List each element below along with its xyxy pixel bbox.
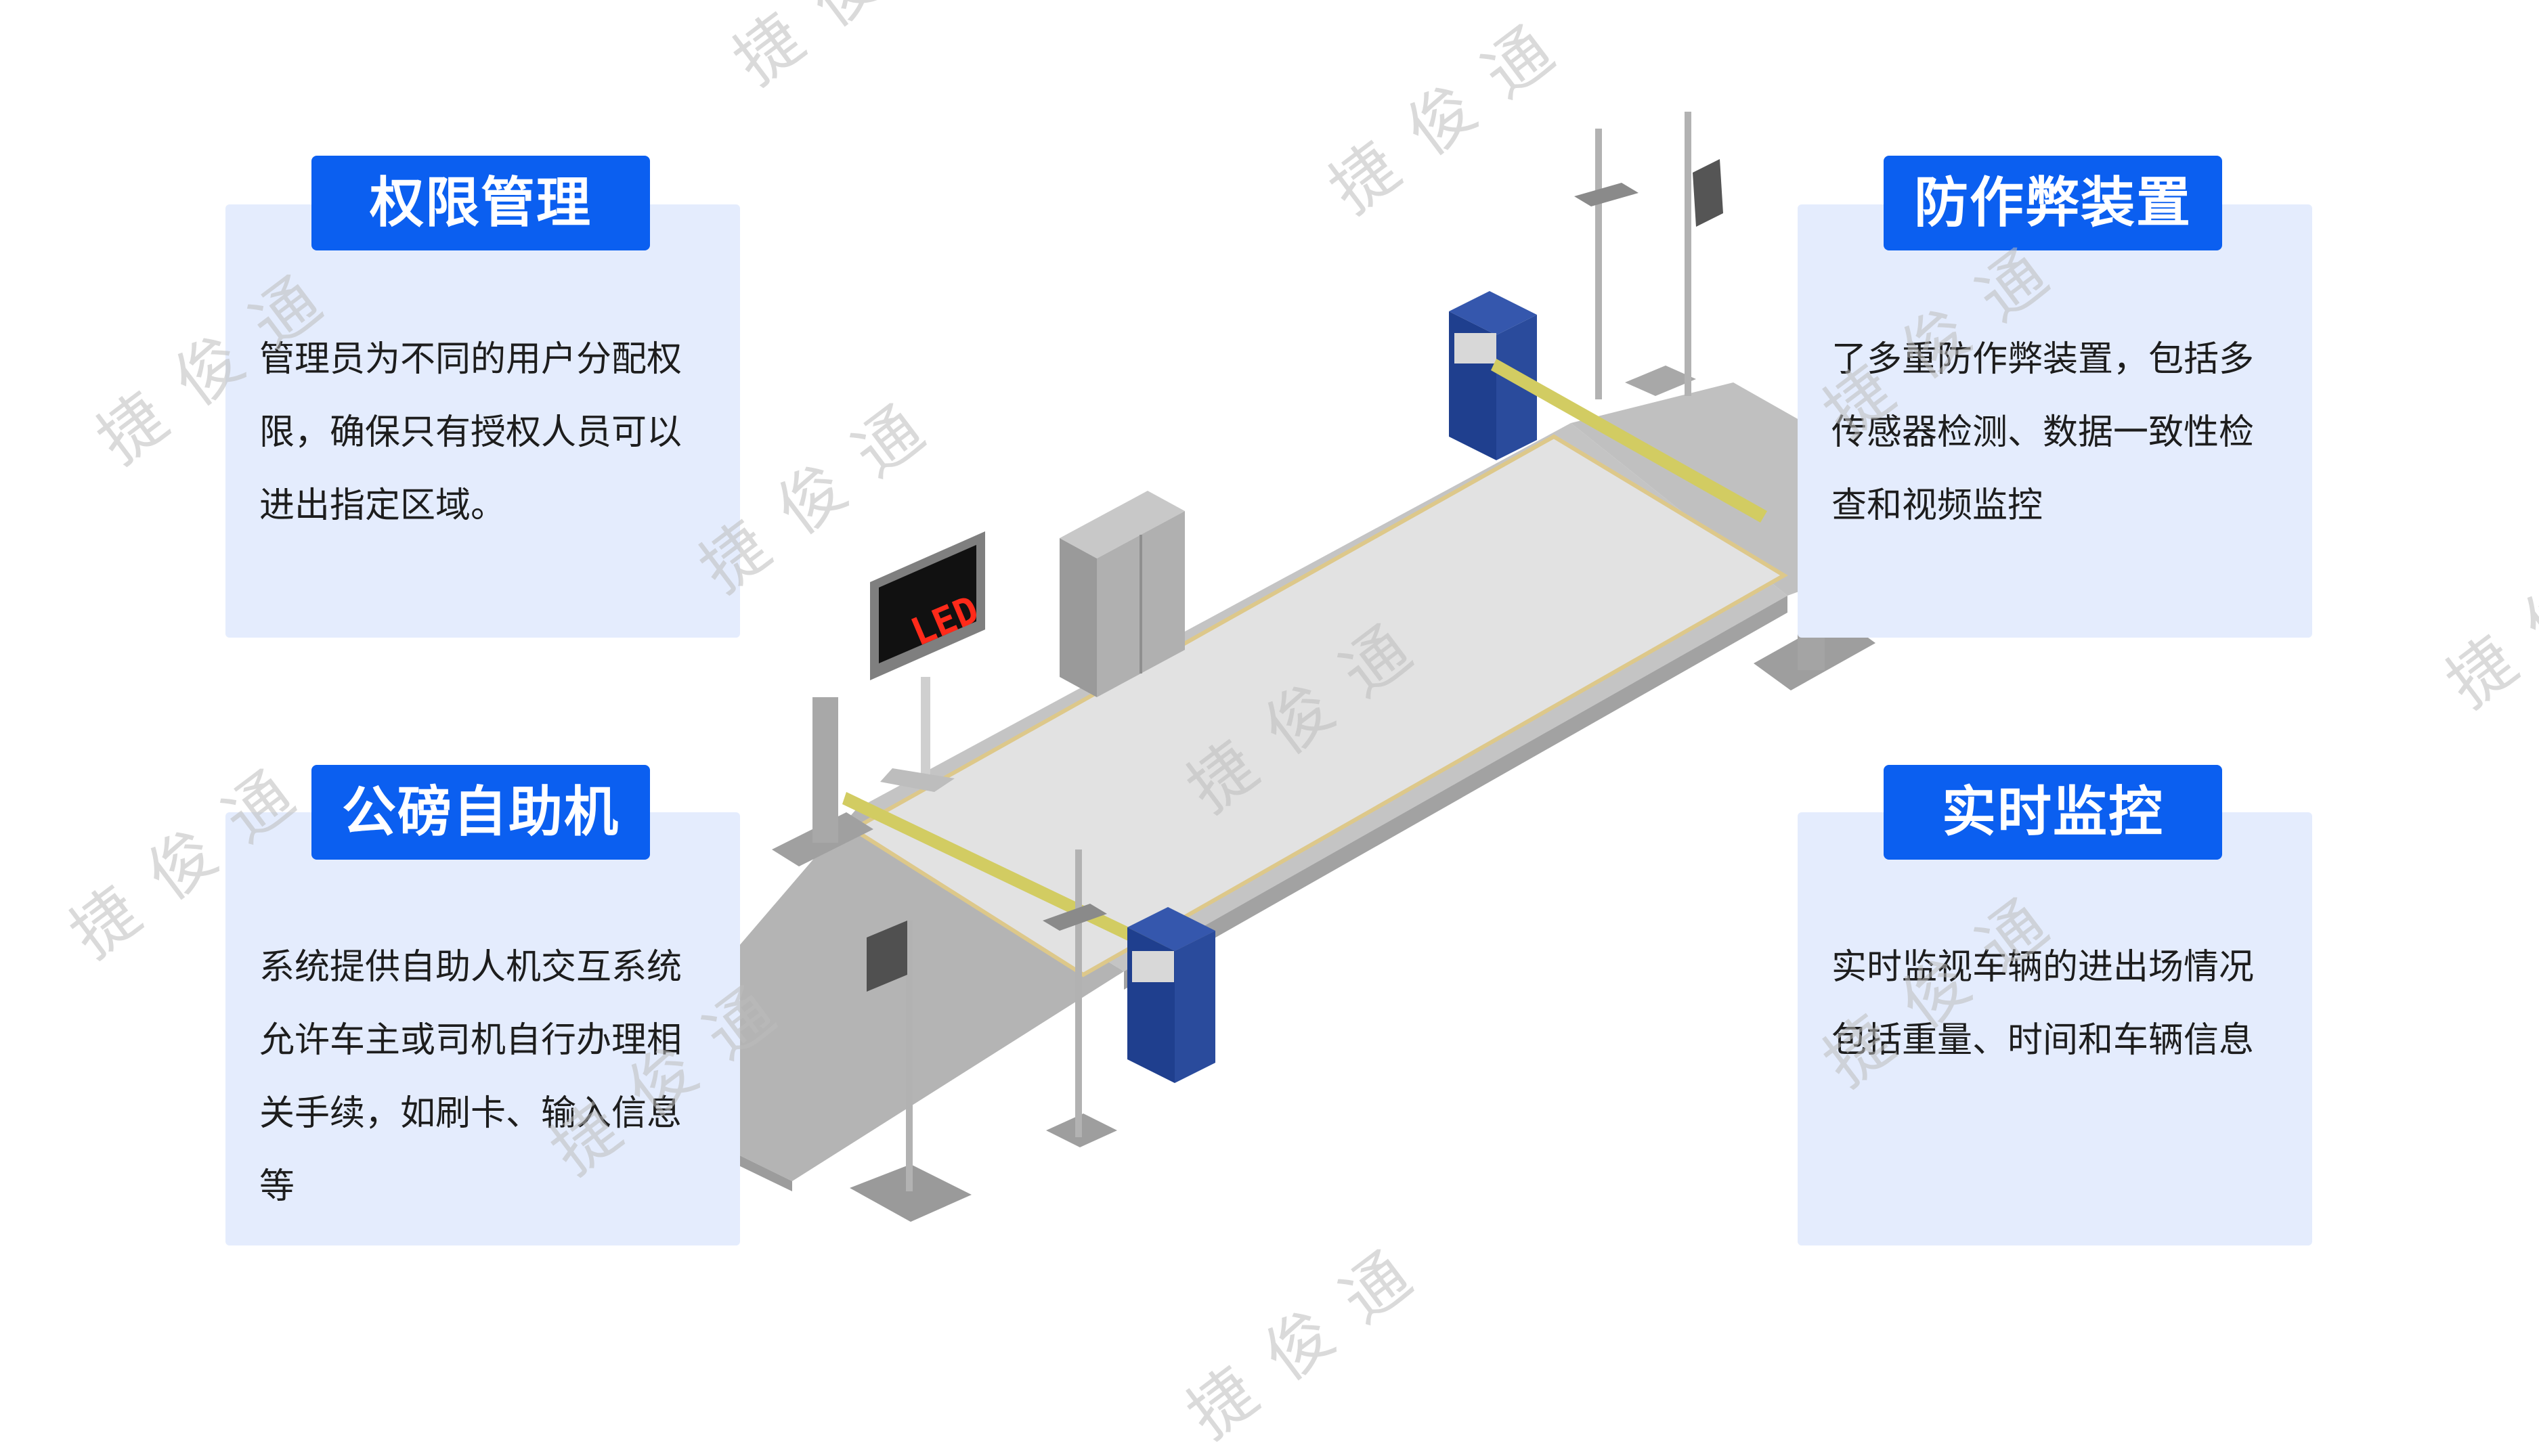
access-management-title: 权限管理 xyxy=(311,156,650,250)
kiosk-title: 公磅自助机 xyxy=(311,765,650,860)
anti-cheat-text: 了多重防作弊装置，包括多传感器检测、数据一致性检查和视频监控 xyxy=(1831,339,2255,526)
camera-pole-back xyxy=(1574,112,1723,399)
weighbridge-scene: LED xyxy=(613,112,1984,1222)
panel-kiosk: 系统提供自助人机交互系统允许车主或司机自行办理相关手续，如刷卡、输入信息等 xyxy=(225,812,740,1245)
weighing-pad xyxy=(849,434,1788,977)
real-time-monitor-title: 实时监控 xyxy=(1884,765,2222,860)
control-cabinet xyxy=(1060,491,1185,697)
panel-access-management: 管理员为不同的用户分配权限，确保只有授权人员可以进出指定区域。 xyxy=(225,204,740,638)
panel-real-time-monitor: 实时监视车辆的进出场情况包括重量、时间和车辆信息 xyxy=(1798,812,2312,1245)
panel-anti-cheat: 了多重防作弊装置，包括多传感器检测、数据一致性检查和视频监控 xyxy=(1798,204,2312,638)
led-sign: LED xyxy=(870,531,985,792)
access-management-text: 管理员为不同的用户分配权限，确保只有授权人员可以进出指定区域。 xyxy=(259,339,682,526)
camera-pole-front xyxy=(1043,850,1117,1147)
platform-front xyxy=(1124,596,1787,990)
traffic-light-pole xyxy=(850,921,972,1222)
back-barrier-gate xyxy=(1449,291,1767,523)
anti-cheat-title: 防作弊装置 xyxy=(1884,156,2222,250)
left-post xyxy=(772,697,873,866)
kiosk-text: 系统提供自助人机交互系统允许车主或司机自行办理相关手续，如刷卡、输入信息等 xyxy=(259,947,682,1207)
real-time-monitor-text: 实时监视车辆的进出场情况包括重量、时间和车辆信息 xyxy=(1831,947,2255,1061)
